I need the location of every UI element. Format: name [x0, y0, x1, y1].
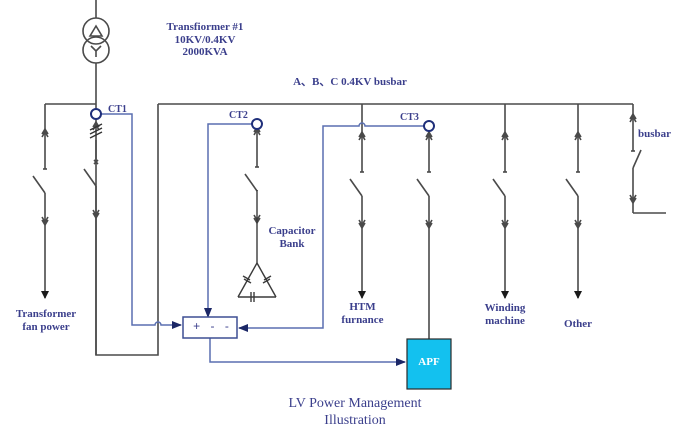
htm-line1: HTM: [349, 301, 376, 313]
winding-machine-branch-switch-blade-icon: [492, 178, 506, 197]
busbar-tie-switch-blade-icon: [632, 149, 642, 169]
minus-sign-1: -: [210, 319, 215, 333]
apf-label: APF: [418, 356, 440, 368]
other-load-label: Other: [563, 318, 593, 330]
capacitor-line2: Bank: [279, 237, 305, 250]
other-load-branch-switch-blade-icon: [565, 178, 579, 197]
capacitor-bank-icon: [237, 190, 277, 302]
ct1-breaker-marks-icon: [89, 123, 103, 139]
apf-box: [406, 338, 452, 390]
transformer-fan-label: Transformer fan power: [5, 308, 87, 333]
capacitor-bank-label: Capacitor Bank: [262, 225, 322, 250]
transformer-symbol: [82, 0, 110, 104]
htm-furnace-branch-switch-blade-icon: [349, 178, 363, 197]
winding-line2: machine: [485, 314, 525, 327]
transformer-name: Transfiormer #1: [166, 21, 244, 33]
ct1-label: CT1: [108, 104, 127, 115]
summing-block-signs: + - -: [188, 319, 234, 333]
apf-branch-switch-blade-icon: [416, 178, 430, 197]
ct3-label: CT3: [400, 112, 419, 123]
transformer-fan-line1: Transformer: [15, 308, 77, 320]
transformer-fan-line2: fan power: [22, 320, 70, 333]
transformer-main-branch-breaker-x-icon: [93, 159, 99, 165]
ct1-sensor-icon: [90, 108, 102, 120]
summing-block: [182, 316, 238, 339]
transformer-label: Transfiormer #1 10KV/0.4KV 2000KVA: [150, 21, 260, 59]
diagram-title: LV Power Management Illustration: [255, 396, 455, 430]
busbar-tie-disconnect-lower-icon: [629, 194, 637, 205]
winding-line1: Winding: [484, 302, 526, 314]
controller-output-line: [209, 338, 406, 366]
wye-winding-icon: [90, 45, 102, 57]
capacitor-line1: Capacitor: [268, 225, 316, 237]
htm-furnace-label: HTM furnance: [335, 301, 390, 326]
delta-winding-icon: [88, 24, 104, 37]
ct1-signal-line: [101, 113, 182, 329]
ct3-sensor-icon: [423, 120, 435, 132]
capacitor-branch-switch-blade-icon: [244, 173, 258, 192]
transformer-capacity: 2000KVA: [182, 46, 228, 59]
minus-sign-2: -: [224, 319, 229, 333]
busbar-label: A、B、C 0.4KV busbar: [293, 76, 407, 88]
transformer-main-branch-switch-blade-icon: [83, 168, 97, 187]
htm-line2: furnance: [341, 313, 384, 326]
ct2-sensor-icon: [251, 118, 263, 130]
winding-machine-label: Winding machine: [475, 302, 535, 327]
busbar-tie-label: busbar: [638, 128, 672, 140]
title-line2: Illustration: [324, 412, 386, 428]
transformer-fan-branch-switch-blade-icon: [32, 175, 46, 194]
ct2-signal-line: [204, 123, 252, 318]
transformer-voltage: 10KV/0.4KV: [174, 33, 236, 46]
title-line1: LV Power Management: [288, 396, 422, 411]
ct3-signal-line: [238, 122, 424, 332]
plus-sign: +: [193, 319, 201, 333]
ct2-label: CT2: [229, 110, 248, 121]
